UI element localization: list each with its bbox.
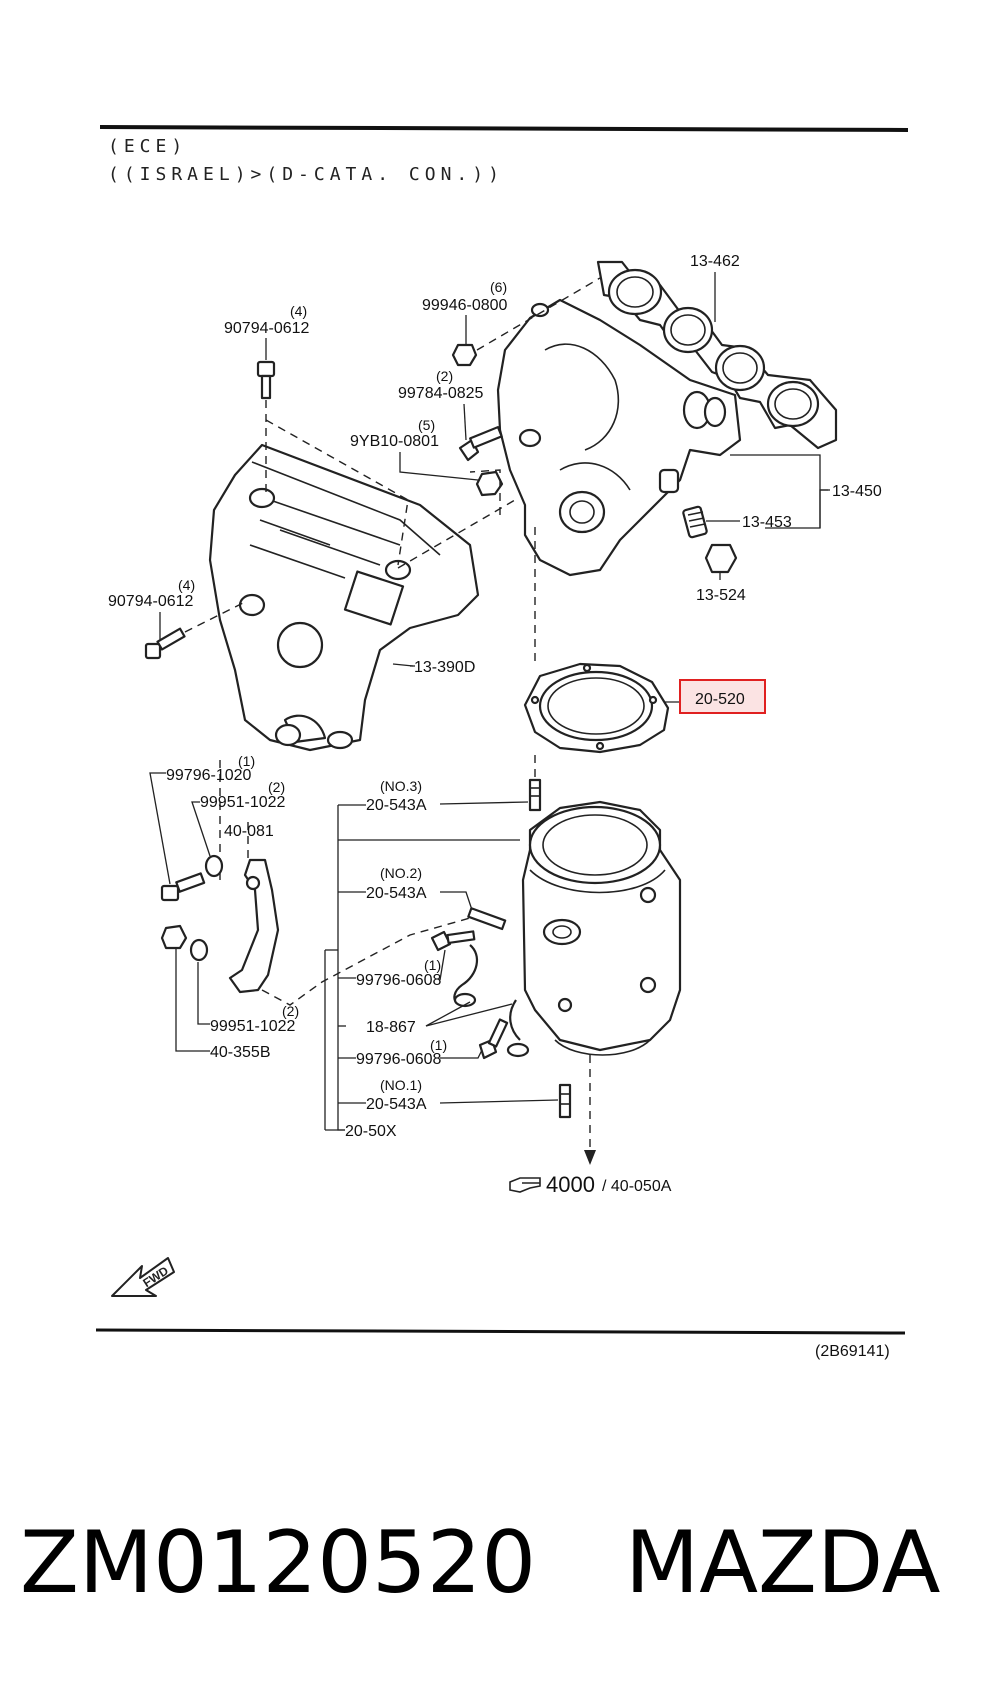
label-40-081: 40-081 bbox=[224, 823, 274, 840]
qty-99796-0608-b: (1) bbox=[430, 1037, 447, 1053]
heat-shield-13-390d bbox=[208, 443, 480, 752]
label-13-450: 13-450 bbox=[832, 483, 882, 500]
label-13-390d: 13-390D bbox=[414, 659, 475, 676]
label-20-543a-no3: 20-543A bbox=[366, 797, 427, 814]
nut-13-524 bbox=[704, 543, 738, 580]
label-99796-1020: 99796-1020 bbox=[166, 767, 252, 784]
label-99796-0608-a: 99796-0608 bbox=[356, 972, 442, 989]
stud-20-543a-no3 bbox=[528, 778, 542, 812]
highlight-box-20-520 bbox=[679, 679, 766, 714]
bottom-rule bbox=[95, 1328, 906, 1335]
label-20-543a-no1: 20-543A bbox=[366, 1096, 427, 1113]
label-99796-0608-b: 99796-0608 bbox=[356, 1051, 442, 1068]
catalytic-converter-20-50x bbox=[521, 800, 682, 1056]
label-no2: (NO.2) bbox=[380, 865, 422, 881]
bolt-99796-0608-lower bbox=[478, 1018, 509, 1060]
qty-99951-top: (2) bbox=[268, 779, 285, 795]
heat-insulator-18-867 bbox=[453, 944, 530, 1058]
washer-99951-1022-top bbox=[204, 854, 224, 878]
header-line1: (ECE) bbox=[108, 136, 187, 157]
footer-part-number: ZM0120520 bbox=[20, 1513, 536, 1613]
qty-90794-top: (4) bbox=[290, 303, 307, 319]
label-99946-0800: 99946-0800 bbox=[422, 297, 508, 314]
label-13-524: 13-524 bbox=[696, 587, 746, 604]
bolt-90794-0612-left bbox=[144, 627, 186, 660]
reference-4000: 4000 bbox=[546, 1172, 595, 1197]
label-40-355b: 40-355B bbox=[210, 1044, 271, 1061]
qty-99784: (2) bbox=[436, 368, 453, 384]
exhaust-manifold-13-450 bbox=[496, 298, 742, 577]
diagram-code: (2B69141) bbox=[815, 1343, 890, 1360]
top-rule bbox=[99, 125, 909, 132]
label-9yb10-0801: 9YB10-0801 bbox=[350, 433, 439, 450]
label-no1: (NO.1) bbox=[380, 1077, 422, 1093]
label-90794-0612-left: 90794-0612 bbox=[108, 593, 194, 610]
label-99951-1022-top: 99951-1022 bbox=[200, 794, 286, 811]
qty-99796-1020: (1) bbox=[238, 753, 255, 769]
label-no3: (NO.3) bbox=[380, 778, 422, 794]
qty-99796-0608-a: (1) bbox=[424, 957, 441, 973]
pointing-hand-icon bbox=[509, 1177, 541, 1193]
bolt-99796-1020 bbox=[160, 872, 206, 902]
qty-99946: (6) bbox=[490, 279, 507, 295]
label-90794-0612-top: 90794-0612 bbox=[224, 320, 310, 337]
label-20-543a-no2: 20-543A bbox=[366, 885, 427, 902]
label-18-867: 18-867 bbox=[366, 1019, 416, 1036]
nut-40-355b bbox=[160, 924, 188, 950]
stud-20-543a-no1 bbox=[558, 1083, 572, 1119]
stud-13-453 bbox=[682, 505, 708, 539]
nut-99946-0800 bbox=[451, 343, 478, 367]
gasket-20-520 bbox=[523, 662, 670, 754]
label-99951-1022-bottom: 99951-1022 bbox=[210, 1018, 296, 1035]
bolt-99796-0608-upper bbox=[430, 930, 476, 952]
washer-99951-1022-bottom bbox=[189, 938, 209, 962]
qty-9yb10: (5) bbox=[418, 417, 435, 433]
stud-20-543a-no2 bbox=[467, 907, 507, 931]
label-13-462: 13-462 bbox=[690, 253, 740, 270]
label-20-50x: 20-50X bbox=[345, 1123, 397, 1140]
bolt-90794-0612-top bbox=[256, 360, 276, 400]
footer-brand: MAZDA bbox=[625, 1513, 941, 1613]
nut-9yb10-0801 bbox=[475, 470, 504, 497]
forward-arrow-icon: FWD bbox=[111, 1257, 175, 1297]
reference-40-050a: / 40-050A bbox=[602, 1178, 672, 1195]
manifold-gasket-13-462 bbox=[596, 260, 838, 450]
label-20-520: 20-520 bbox=[695, 691, 745, 708]
bracket-40-081 bbox=[228, 858, 280, 994]
header-line2: ((ISRAEL)>(D-CATA. CON.)) bbox=[108, 164, 504, 185]
label-99784-0825: 99784-0825 bbox=[398, 385, 484, 402]
qty-99951-bottom: (2) bbox=[282, 1003, 299, 1019]
label-13-453: 13-453 bbox=[742, 514, 792, 531]
bolt-99784-0825 bbox=[458, 426, 503, 462]
qty-90794-left: (4) bbox=[178, 577, 195, 593]
